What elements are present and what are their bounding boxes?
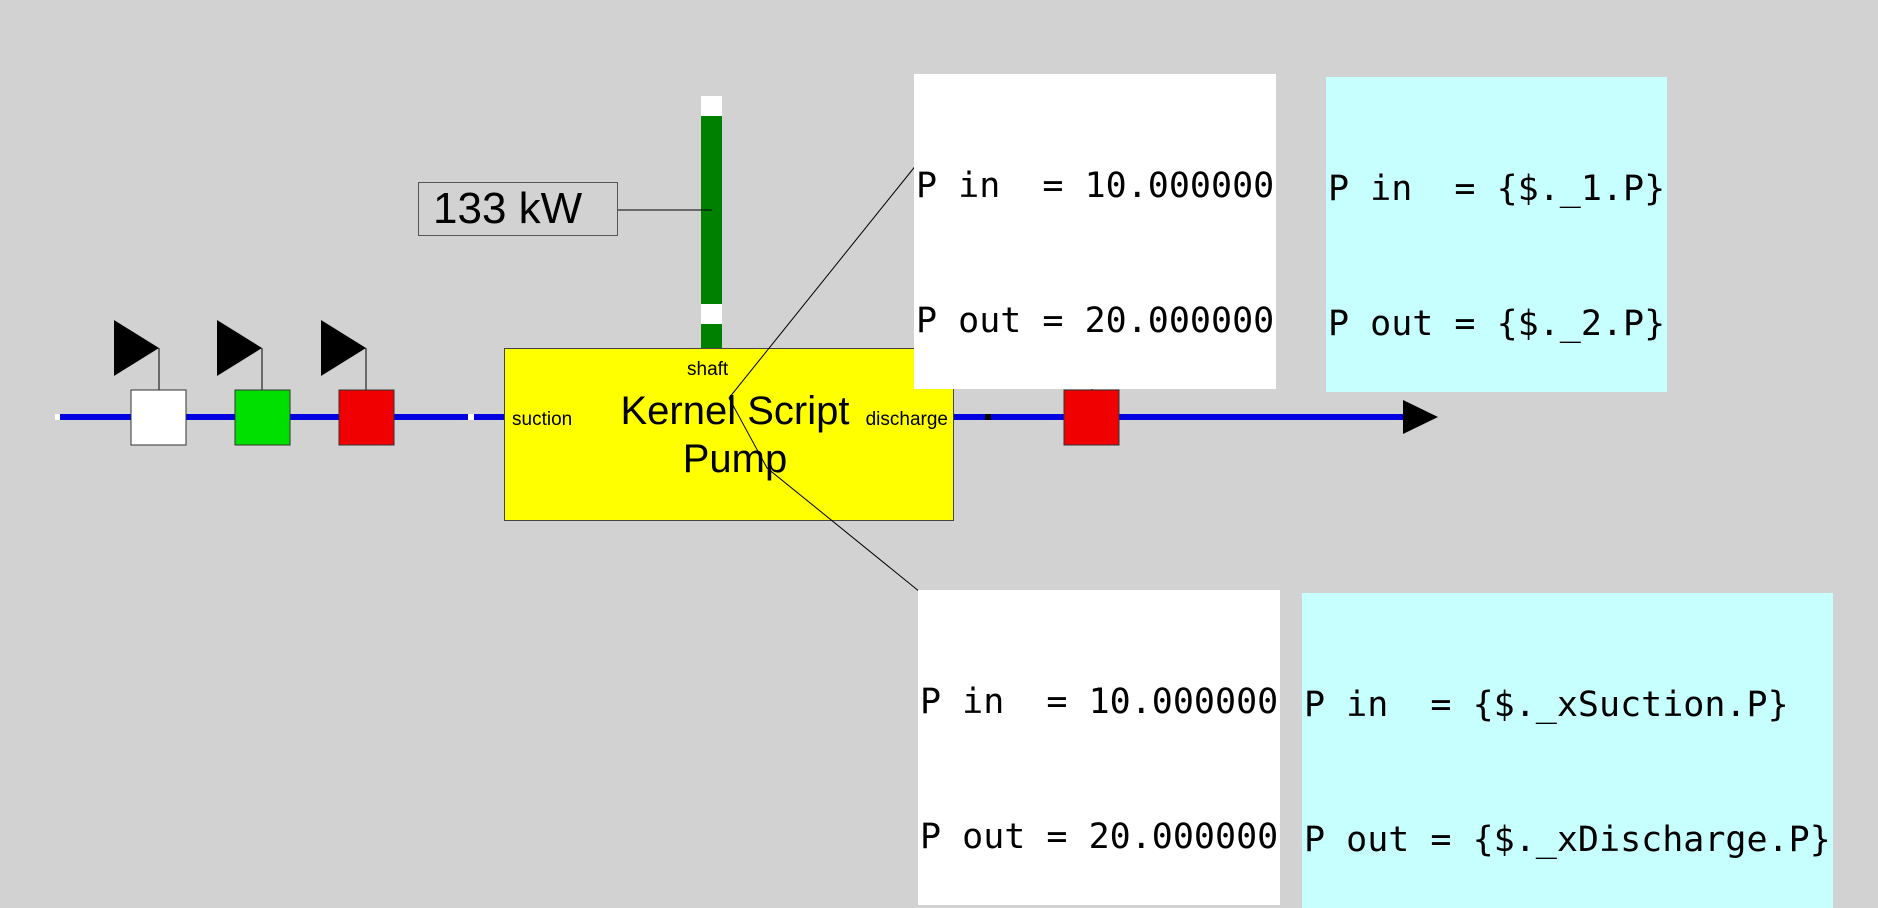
flag-icon [114,320,159,376]
bottom-value-readout[interactable]: P in = 10.000000 P out = 20.000000 [918,590,1281,905]
flag-icon [321,320,366,376]
sensor-white[interactable] [114,320,187,446]
pump-title-line2: Pump [682,437,788,481]
port-discharge-label: discharge [865,409,948,430]
top-value-readout[interactable]: P in = 10.000000 P out = 20.000000 [914,74,1277,389]
top-value-line1: P in = 10.000000 [916,166,1275,206]
flow-arrow-icon [1403,400,1438,434]
sensor-red-suction[interactable] [321,320,395,446]
shaft-segment-white-top [701,96,722,116]
top-value-line2: P out = 20.000000 [916,301,1275,341]
pump-title: Kernel Script Pump [595,387,875,483]
diagram-canvas [55,96,1438,446]
discharge-connector [985,414,991,420]
bottom-value-line1: P in = 10.000000 [920,682,1279,722]
bottom-expression-line1: P in = {$._xSuction.P} [1304,685,1789,725]
pump-title-line1: Kernel Script [620,389,850,433]
bottom-expression-readout[interactable]: P in = {$._xSuction.P} P out = {$._xDisc… [1302,593,1833,908]
bottom-value-line2: P out = 20.000000 [920,817,1279,857]
shaft-segment-white-bottom [701,304,722,324]
sensor-green[interactable] [217,320,291,446]
top-expression-line2: P out = {$._2.P} [1328,304,1666,344]
bottom-expression-line2: P out = {$._xDischarge.P} [1304,820,1831,860]
flag-icon [217,320,262,376]
top-expression-line1: P in = {$._1.P} [1328,169,1666,209]
port-suction-label: suction [512,409,573,430]
power-readout[interactable]: 133 kW [418,182,618,236]
top-expression-readout[interactable]: P in = {$._1.P} P out = {$._2.P} [1326,77,1668,392]
shaft-bar [701,96,722,348]
pump-block[interactable]: shaft suction discharge Kernel Script Pu… [504,348,954,521]
port-shaft-label: shaft [687,359,729,380]
power-label: 133 kW [433,184,583,233]
